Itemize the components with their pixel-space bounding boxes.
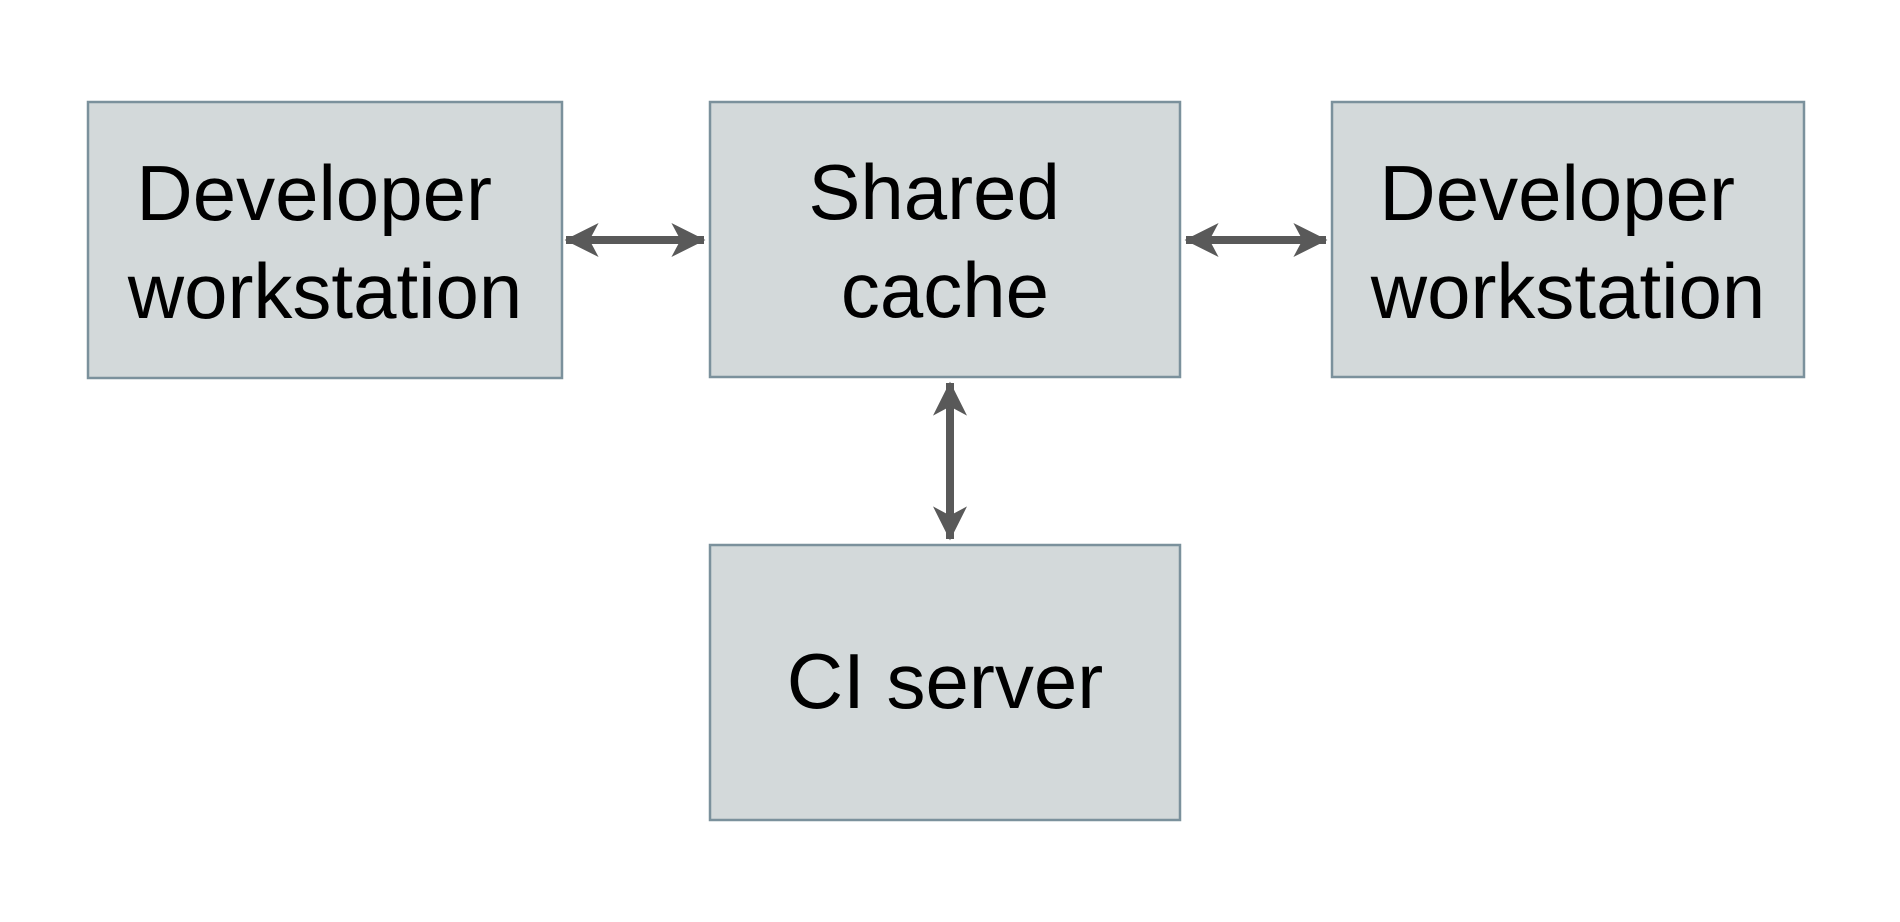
- node-ci-server-label: CI server: [787, 637, 1103, 725]
- label-line: Developer: [1379, 149, 1735, 237]
- node-shared-cache-label: Shared cache: [808, 148, 1081, 334]
- label-line: Shared: [808, 148, 1060, 236]
- label-line: workstation: [127, 247, 523, 335]
- node-developer-workstation-right-box: [1332, 102, 1804, 377]
- node-developer-workstation-left-label: Developer workstation: [127, 149, 523, 335]
- node-ci-server-border: [708, 543, 1182, 822]
- node-developer-workstation-right-label: Developer workstation: [1370, 149, 1766, 335]
- node-shared-cache-box: [710, 102, 1180, 377]
- label-line: workstation: [1370, 247, 1766, 335]
- label-line: CI server: [787, 637, 1103, 725]
- node-developer-workstation-left-box: [88, 102, 562, 378]
- node-developer-workstation-left-border: [86, 100, 564, 380]
- label-line: Developer: [136, 149, 492, 237]
- label-line: cache: [841, 246, 1049, 334]
- node-shared-cache-border: [708, 100, 1182, 379]
- node-developer-workstation-right-border: [1330, 100, 1806, 379]
- node-ci-server-box: [710, 545, 1180, 820]
